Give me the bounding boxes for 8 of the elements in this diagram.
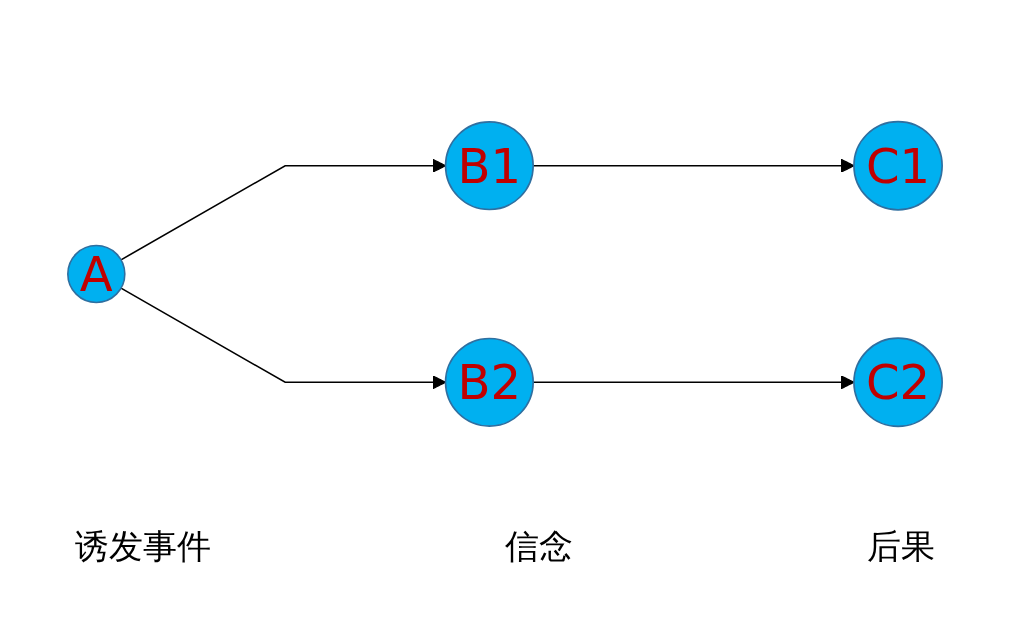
node-circle: A [67,244,126,303]
node-circle: C2 [853,336,943,427]
node-circle: B2 [444,337,534,427]
node-circle: C1 [853,120,943,211]
column-label: 诱发事件 [74,524,212,568]
node-circle: B1 [444,120,534,210]
column-label: 信念 [504,524,574,568]
column-label: 后果 [866,524,936,568]
